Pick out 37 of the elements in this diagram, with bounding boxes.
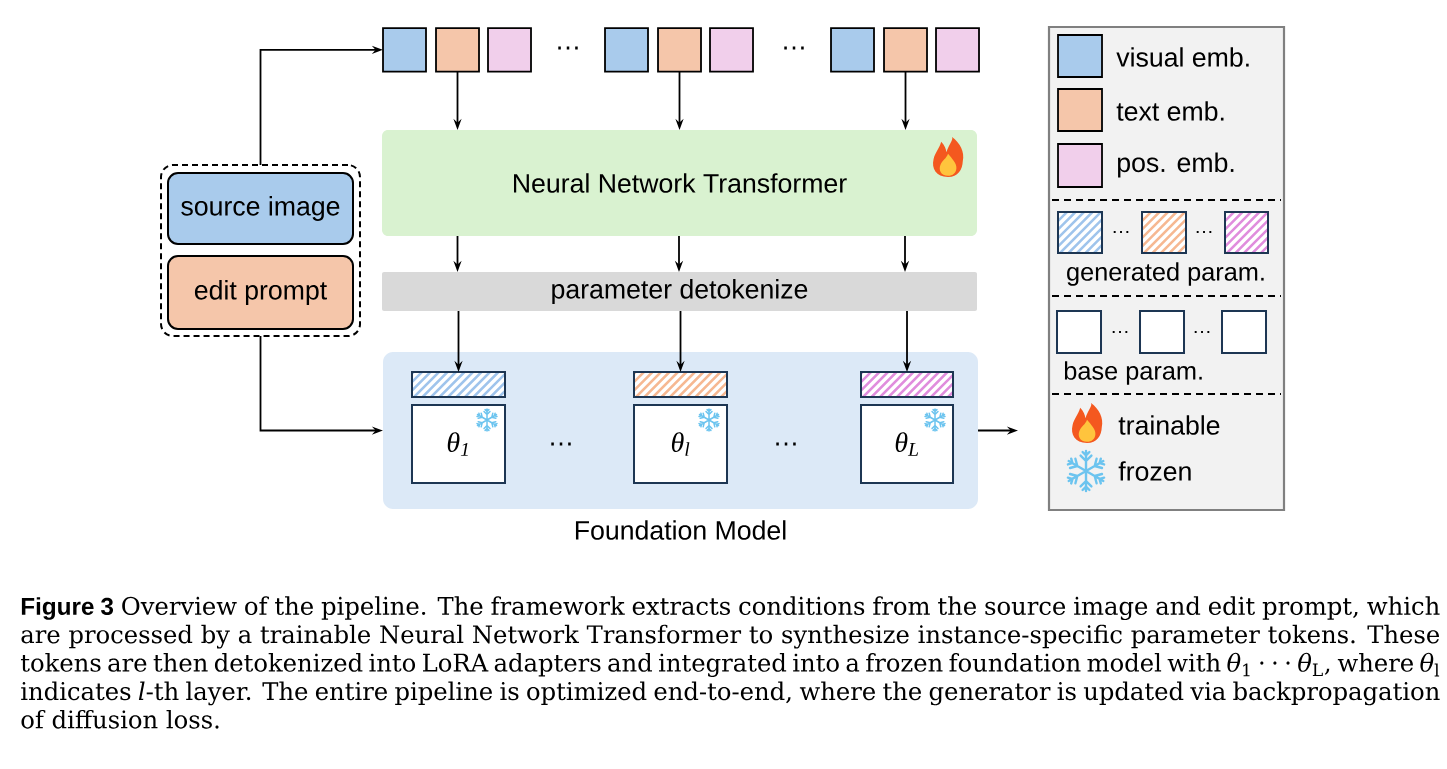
ellipsis: … xyxy=(1196,230,1212,234)
token-square xyxy=(435,27,480,73)
token-square xyxy=(883,27,928,73)
container-heading: Foundation Model xyxy=(575,520,786,540)
token-square xyxy=(935,27,980,73)
legend-label: pos. emb. xyxy=(1118,152,1234,178)
legend-label: text emb. xyxy=(1116,101,1224,121)
legend-label: generated param. xyxy=(1067,262,1264,286)
process-band: parameter detokenize xyxy=(382,272,977,311)
hatched-bar xyxy=(633,371,728,398)
input-box: source image xyxy=(167,172,354,245)
token-square xyxy=(604,27,649,73)
legend-label: visual emb. xyxy=(1116,47,1249,67)
legend-label: trainable xyxy=(1118,415,1220,435)
ellipsis: … xyxy=(1194,330,1210,334)
hatched-bar xyxy=(411,371,506,398)
legend-label: frozen xyxy=(1118,461,1191,481)
token-square xyxy=(382,27,427,73)
caption: Figure 3 Overview of the pipeline. The framework extracts conditions from the source image and edit prompt, which are processed by a trainable Neural Network Transformer to synthesize instance-specific parameter tokens. These tokens are then detokenized into LoRA adapters and integrated into a frozen foundation model with θ$_{1}$ · · · θ$_{L}$, where θ$_{l}$ indicates l-th layer. The entire pipeline is optimized end-to-end, where the generator is updated via backpropagation of diffusion loss. xyxy=(20,596,1440,729)
layer-box: θ$_{1}$ xyxy=(411,404,506,484)
ellipsis: … xyxy=(1113,230,1129,234)
token-square xyxy=(830,27,875,73)
token-square xyxy=(709,27,754,73)
layer-box: θ$_{L}$ xyxy=(860,404,954,484)
ellipsis: … xyxy=(1112,330,1128,334)
ellipsis: … xyxy=(551,442,571,446)
ellipsis: … xyxy=(776,442,796,446)
process-box: Neural Network Transformer xyxy=(382,130,977,236)
layer-box: θ$_{l}$ xyxy=(633,404,728,484)
token-square xyxy=(487,27,532,73)
hatched-bar xyxy=(860,371,954,398)
dashed-group-box xyxy=(160,164,361,337)
ellipsis: … xyxy=(558,46,578,50)
token-square xyxy=(657,27,702,73)
input-box: edit prompt xyxy=(167,255,354,330)
legend-label: base param. xyxy=(1064,361,1202,385)
ellipsis: … xyxy=(784,46,804,50)
